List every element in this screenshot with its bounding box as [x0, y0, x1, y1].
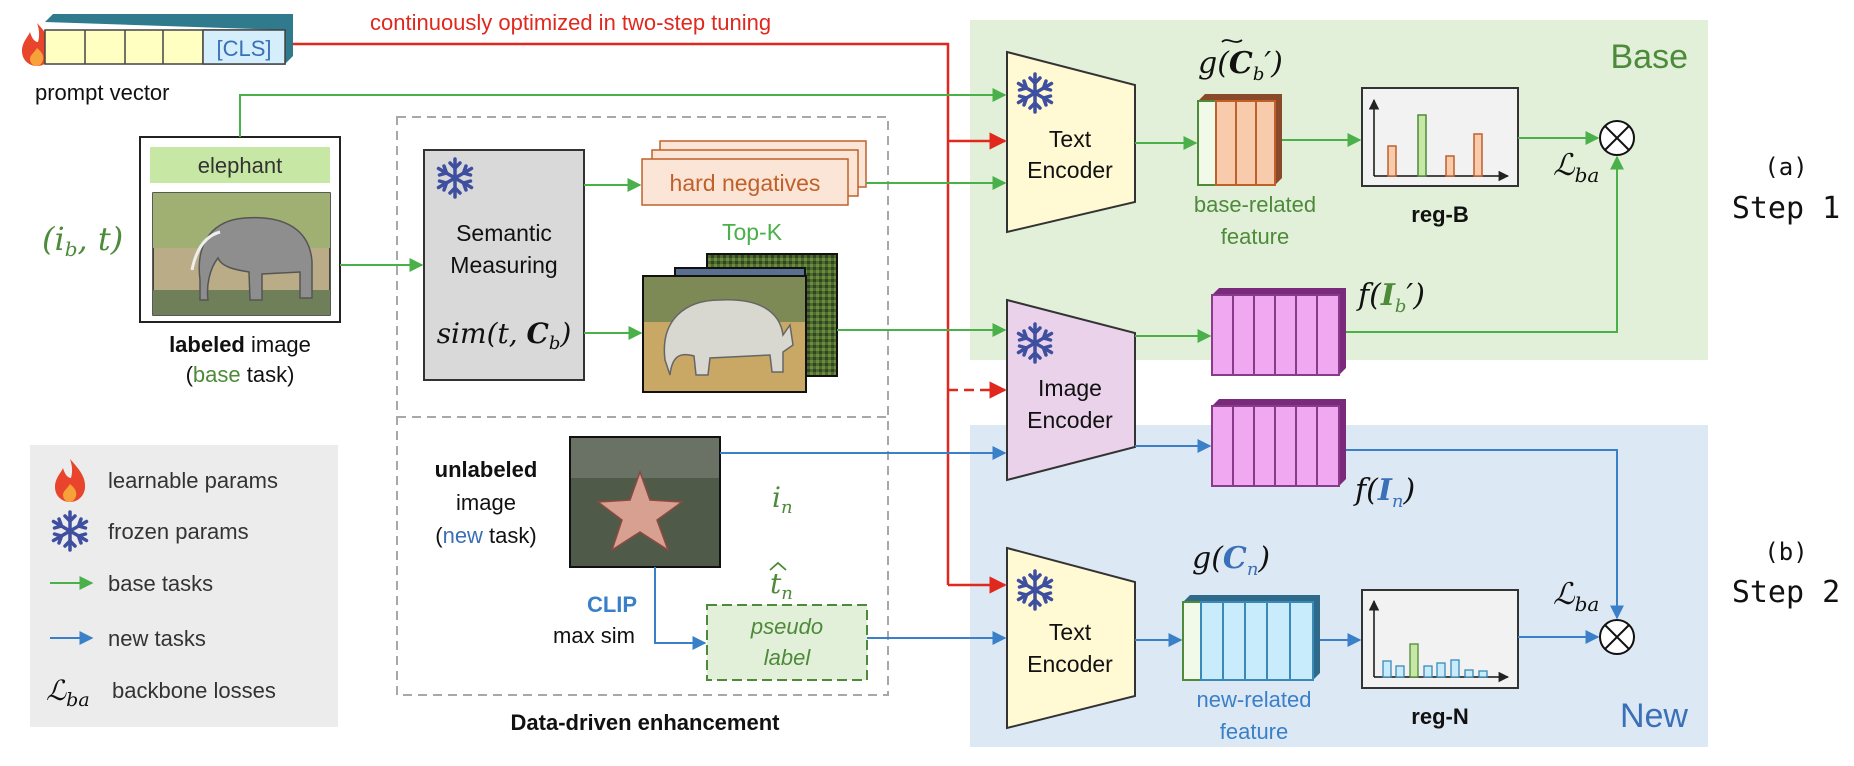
base-image-feature-symbol: f(Ib′) — [1356, 278, 1425, 317]
topk-label: Top-K — [722, 219, 783, 245]
unlabeled-symbol: in — [772, 481, 793, 518]
legend-backbone: backbone losses — [112, 678, 276, 703]
hard-negatives-stack[interactable]: hard negatives — [641, 140, 867, 206]
base-region-title: Base — [1611, 38, 1689, 76]
semantic-title-2: Measuring — [450, 252, 557, 278]
clip-label: CLIP — [587, 592, 637, 617]
pseudo-label-2: label — [764, 645, 812, 670]
base-loss-node — [1599, 120, 1635, 156]
semantic-measuring-box[interactable] — [423, 149, 585, 381]
pseudo-label-1: pseudo — [750, 614, 823, 639]
unlabeled-caption-2: image — [456, 490, 516, 515]
pseudo-symbol: tn — [770, 567, 793, 604]
new-loss-node — [1599, 619, 1635, 655]
new-feature-caption-2: feature — [1220, 719, 1289, 744]
base-feature-caption-1: base-related — [1194, 192, 1316, 217]
blue-clip-to-pseudo — [654, 567, 707, 650]
hard-negatives-label: hard negatives — [670, 170, 821, 196]
new-feature-caption-1: new-related — [1197, 687, 1312, 712]
image-encoder-line2: Encoder — [1027, 407, 1113, 433]
new-region-title: New — [1620, 697, 1688, 735]
new-image-feature-symbol: f(In) — [1353, 473, 1415, 512]
loss-symbol: ℒba — [46, 674, 90, 711]
new-image-feature — [1211, 399, 1346, 487]
reg-n-label: reg-N — [1411, 704, 1468, 729]
text-encoder-top[interactable]: Text Encoder — [1006, 50, 1136, 234]
reg-b-label: reg-B — [1411, 202, 1468, 227]
base-feature-symbol: g(Cb′) — [1198, 46, 1283, 85]
green-image-feature-to-loss — [1346, 155, 1624, 333]
top-annotation: continuously optimized in two-step tunin… — [370, 10, 771, 35]
base-text-feature — [1197, 94, 1282, 186]
labeled-pair: (ib, t) — [42, 220, 123, 261]
rhino-photo-stack — [642, 253, 838, 393]
prompt-vector[interactable]: [CLS] — [22, 14, 293, 66]
labeled-task: (base task) — [186, 362, 295, 387]
green-label-to-text-encoder — [239, 88, 1007, 137]
hat-mark — [769, 561, 787, 571]
step-a-step: Step 1 — [1732, 191, 1840, 226]
enhancement-box — [396, 116, 889, 696]
labeled-caption: labeled image — [169, 332, 311, 357]
prompt-caption: prompt vector — [35, 80, 170, 105]
step-a-label: (a) — [1764, 153, 1807, 181]
pseudo-label-box[interactable] — [706, 604, 868, 681]
enhancement-title: Data-driven enhancement — [511, 710, 781, 735]
class-label-box — [150, 147, 330, 183]
red-prompt-line — [293, 42, 950, 585]
legend-learnable: learnable params — [108, 468, 278, 493]
reg-n-chart — [1361, 589, 1519, 689]
starfish-photo — [569, 436, 721, 568]
unlabeled-task: (new task) — [435, 523, 536, 548]
step-b-label: (b) — [1764, 538, 1807, 566]
image-encoder[interactable]: Image Encoder — [1006, 298, 1136, 482]
blue-image-feature-to-loss — [1346, 449, 1624, 620]
cls-token: [CLS] — [216, 36, 271, 61]
text-encoder-bottom-line2: Encoder — [1027, 651, 1113, 677]
step-b-step: Step 2 — [1732, 575, 1840, 610]
class-label: elephant — [198, 153, 282, 178]
image-encoder-line1: Image — [1038, 375, 1102, 401]
text-encoder-bottom-line1: Text — [1049, 619, 1092, 645]
new-feature-symbol: g(Cn) — [1192, 541, 1270, 580]
legend-frozen: frozen params — [108, 519, 249, 544]
unlabeled-caption: unlabeled — [435, 457, 538, 482]
legend-base-tasks: base tasks — [108, 571, 213, 596]
text-encoder-bottom[interactable]: Text Encoder — [1006, 546, 1136, 730]
new-text-feature — [1182, 595, 1320, 681]
tilde-mark — [1221, 39, 1243, 43]
base-feature-caption-2: feature — [1221, 224, 1290, 249]
semantic-title-1: Semantic — [456, 220, 552, 246]
base-image-feature — [1211, 288, 1346, 376]
clip-maxsim: max sim — [553, 623, 635, 648]
text-encoder-top-line2: Encoder — [1027, 157, 1113, 183]
elephant-photo — [152, 192, 331, 316]
legend-new-tasks: new tasks — [108, 626, 206, 651]
reg-b-chart — [1361, 87, 1519, 187]
text-encoder-top-line1: Text — [1049, 126, 1092, 152]
